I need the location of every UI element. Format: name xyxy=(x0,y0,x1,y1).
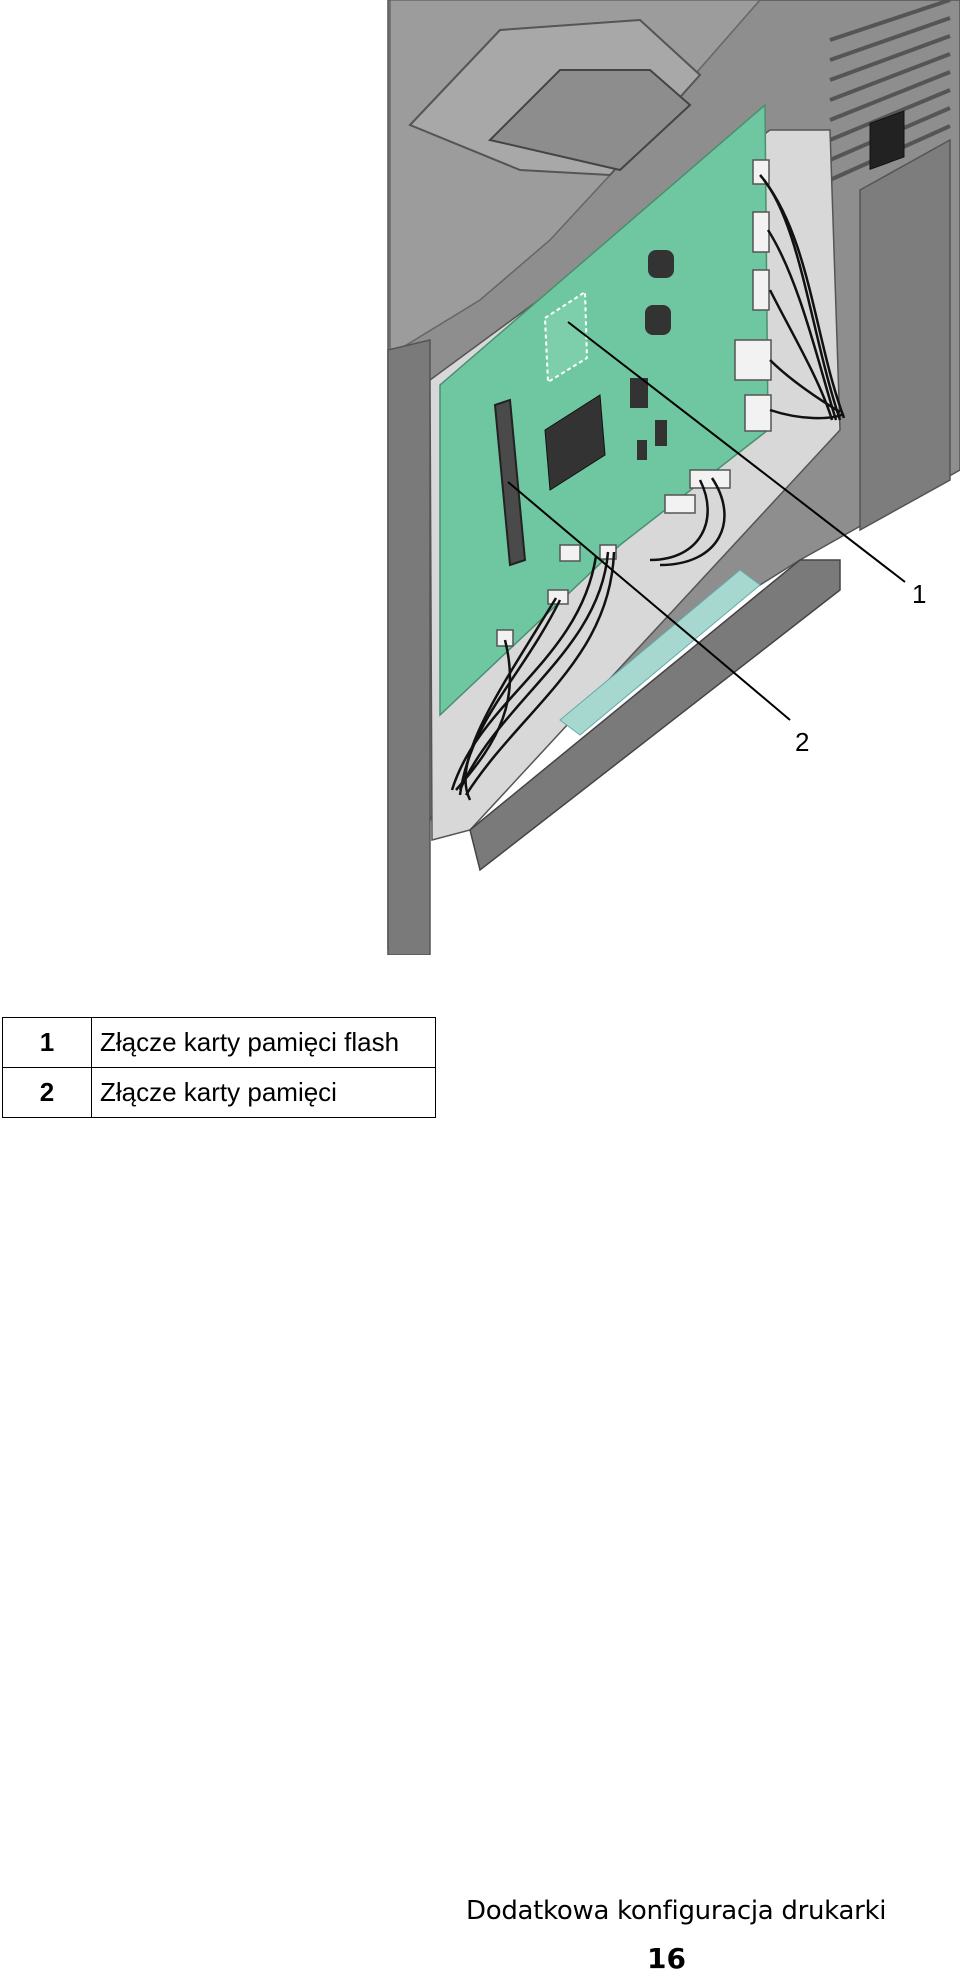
board-connectors xyxy=(496,159,772,647)
legend-number: 1 xyxy=(2,1017,92,1068)
processor-chip xyxy=(544,394,606,491)
power-socket xyxy=(869,110,905,171)
footer-section-title: Dodatkowa konfiguracja drukarki xyxy=(466,1896,887,1926)
small-chip-1 xyxy=(630,378,648,408)
printer-controller-board-illustration: 1 2 xyxy=(387,0,960,955)
small-chip-3 xyxy=(637,440,647,460)
right-rear-panel xyxy=(859,138,951,532)
drawer-accent xyxy=(559,569,761,736)
callout-legend-table: 1 Złącze karty pamięci flash 2 Złącze ka… xyxy=(2,1017,436,1118)
callout-2-leader xyxy=(507,481,791,721)
legend-row: 2 Złącze karty pamięci xyxy=(2,1067,436,1118)
legend-label: Złącze karty pamięci flash xyxy=(91,1017,436,1068)
lower-drawer xyxy=(469,559,841,872)
callout-2-label: 2 xyxy=(795,727,809,757)
small-chip-2 xyxy=(655,420,667,446)
page-number: 16 xyxy=(647,1942,686,1975)
capacitor-2 xyxy=(645,305,671,335)
legend-row: 1 Złącze karty pamięci flash xyxy=(2,1017,436,1068)
callout-1-label: 1 xyxy=(912,579,926,609)
vent-grille xyxy=(829,0,951,182)
legend-number: 2 xyxy=(2,1067,92,1118)
callout-1-leader xyxy=(567,321,906,583)
output-tray-inner xyxy=(488,69,692,172)
legend-label: Złącze karty pamięci xyxy=(91,1067,436,1118)
flash-card-connector xyxy=(543,290,589,384)
cable-harness xyxy=(450,174,846,801)
printer-left-side xyxy=(387,339,431,955)
capacitor-1 xyxy=(648,250,674,278)
